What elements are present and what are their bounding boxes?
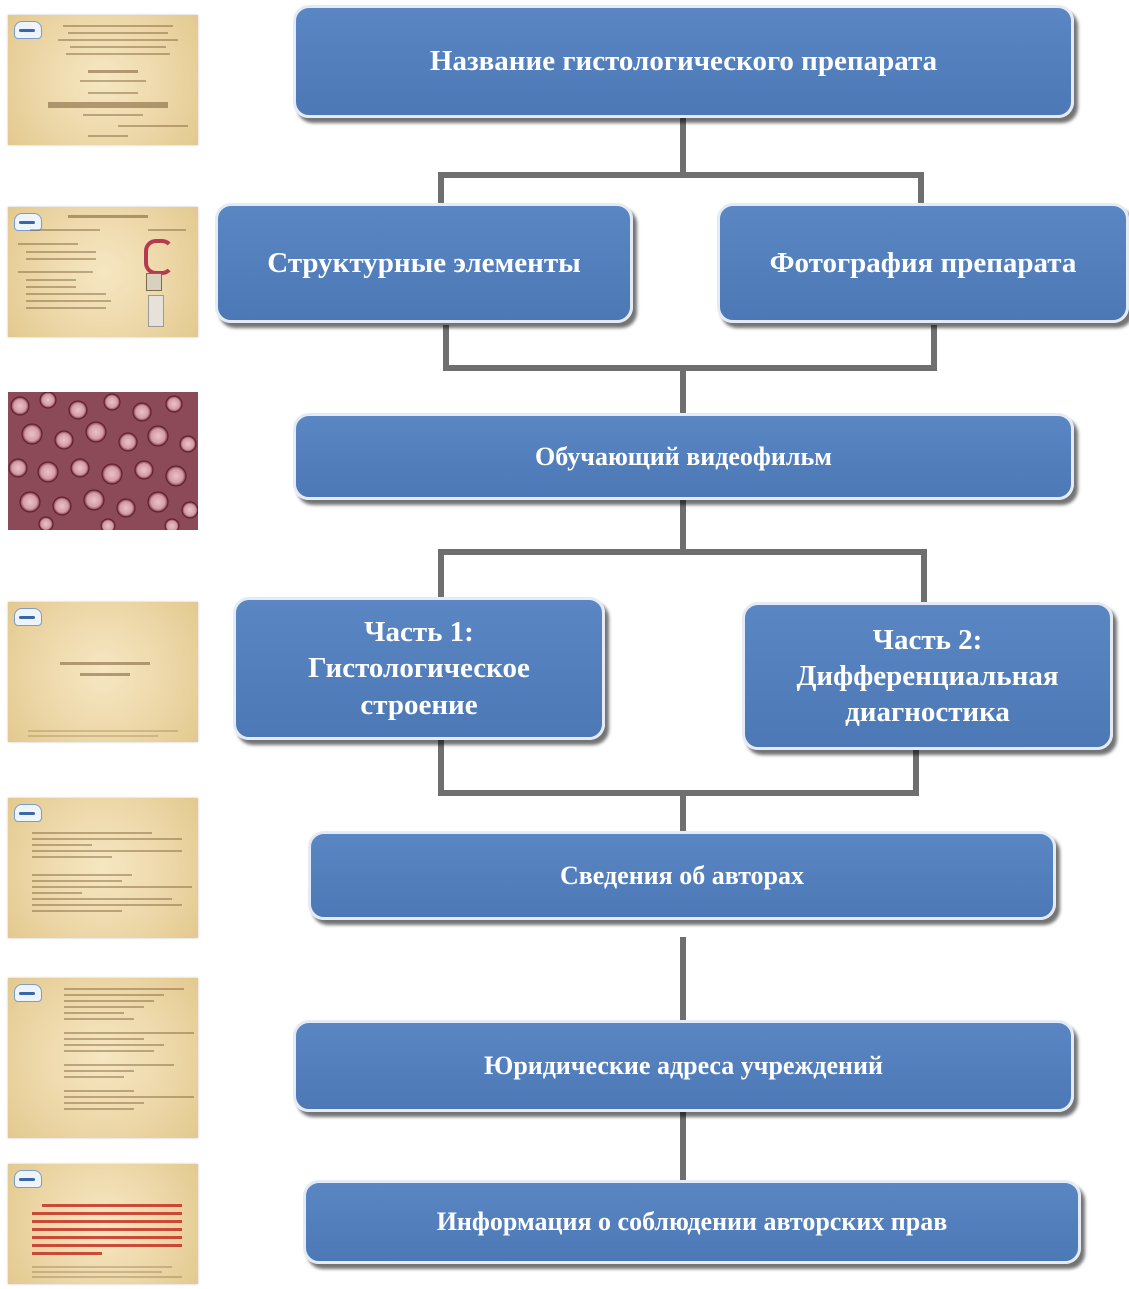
node-part1-line1: Часть 1: [364,616,474,649]
thumbnail-addresses-slide [8,978,198,1138]
thumbnail-structure-slide [8,207,198,337]
logo-icon [14,213,42,231]
node-part1: Часть 1: Гистологическое строение [233,597,605,740]
logo-icon [14,608,42,626]
node-authors: Сведения об авторах [308,831,1056,920]
node-photo: Фотография препарата [717,203,1129,323]
node-part2-line1: Часть 2: [872,623,983,656]
micrograph-thumbnail [8,392,198,530]
logo-icon [14,804,42,822]
node-copyright: Информация о соблюдении авторских прав [303,1180,1081,1264]
node-photo-label: Фотография препарата [769,246,1077,279]
node-addresses: Юридические адреса учреждений [293,1020,1074,1112]
thumbnail-copyright-slide [8,1164,198,1284]
node-structural-elements-label: Структурные элементы [267,246,581,279]
thumbnail-diagnostics-slide [8,602,198,742]
logo-icon [14,21,42,39]
node-part1-line3: строение [360,688,478,721]
node-structural-elements: Структурные элементы [215,203,633,323]
node-part2-line2: Дифференциальная [796,659,1059,692]
node-title: Название гистологического препарата [293,5,1074,118]
node-authors-label: Сведения об авторах [559,860,805,890]
thumbnail-title-slide [8,15,198,145]
micrograph-image [8,392,198,530]
node-part1-line2: Гистологическое [308,652,530,685]
logo-icon [14,984,42,1002]
node-addresses-label: Юридические адреса учреждений [484,1051,883,1080]
node-title-label: Название гистологического препарата [429,45,938,77]
node-part2-line3: диагностика [845,696,1010,729]
node-video: Обучающий видеофильм [293,413,1074,500]
node-video-label: Обучающий видеофильм [535,441,832,471]
thumbnail-authors-slide [8,798,198,938]
node-part2: Часть 2: Дифференциальная диагностика [742,602,1113,750]
logo-icon [14,1170,42,1188]
node-copyright-label: Информация о соблюдении авторских прав [436,1207,948,1236]
